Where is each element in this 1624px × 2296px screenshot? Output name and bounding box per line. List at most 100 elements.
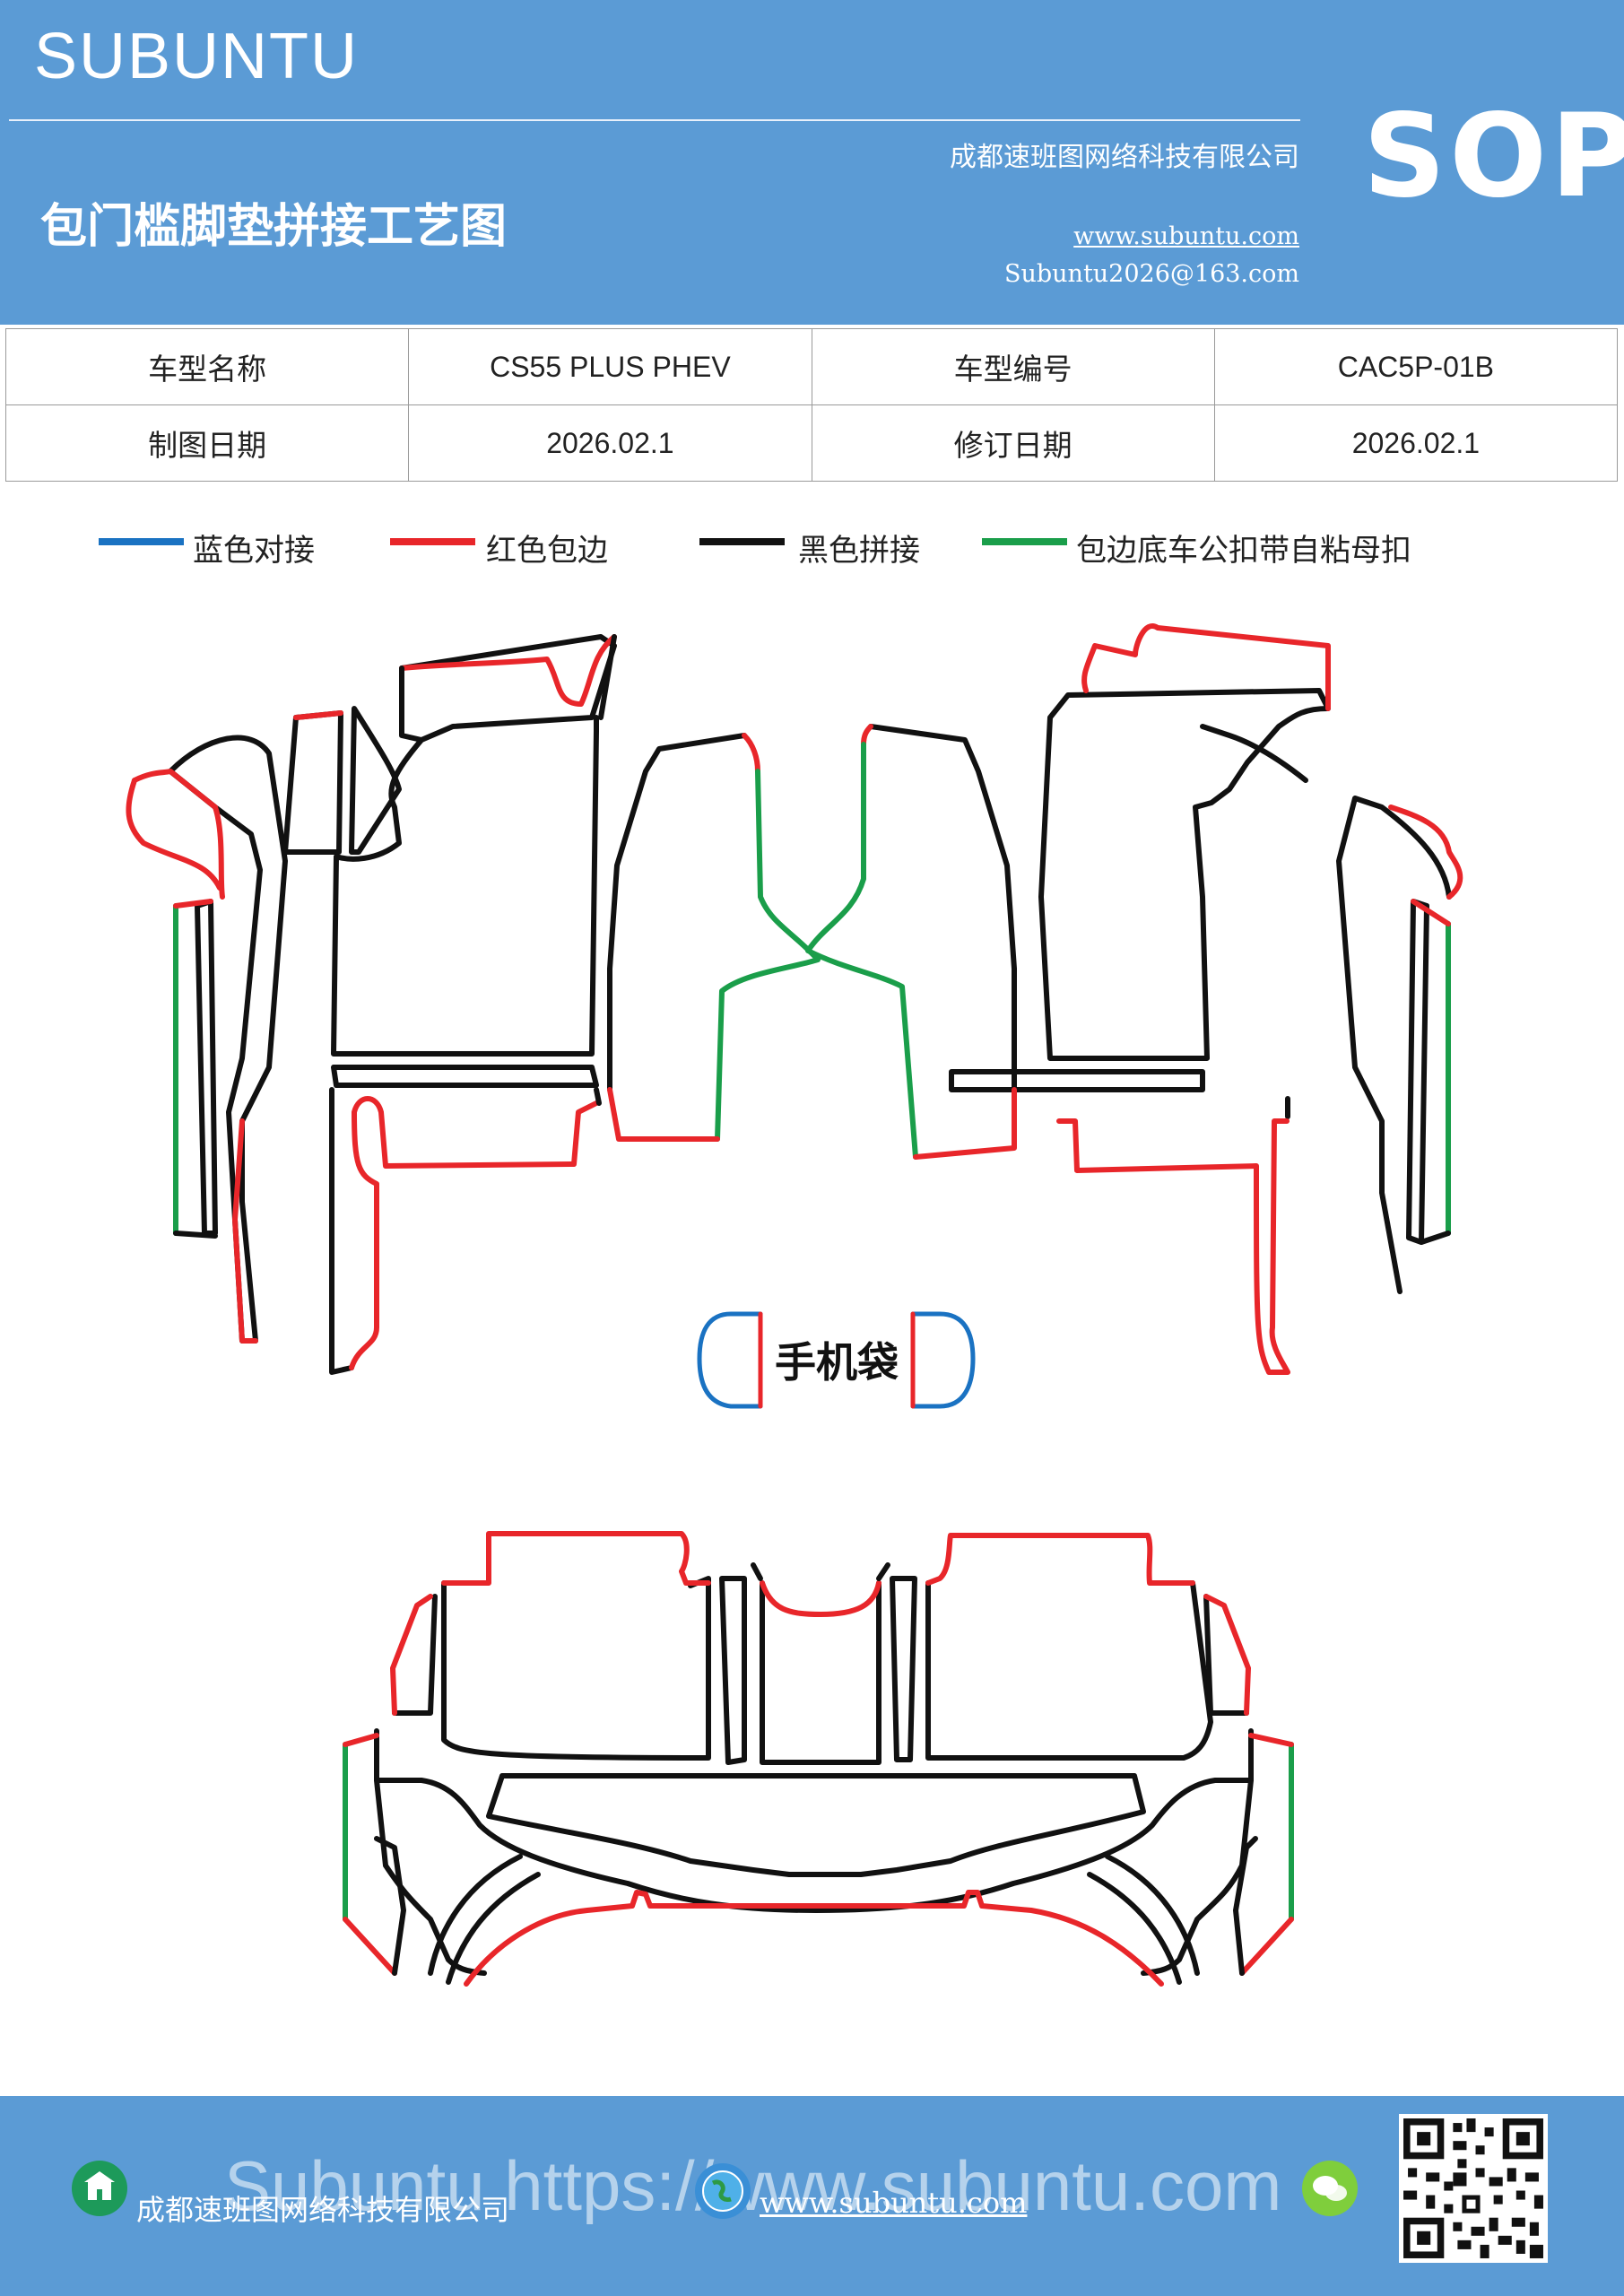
legend-swatch	[982, 538, 1067, 545]
table-row: 车型名称 CS55 PLUS PHEV 车型编号 CAC5P-01B	[4, 328, 1619, 405]
mat-edge	[349, 1096, 599, 1370]
website-link[interactable]: www.subuntu.com	[1073, 222, 1299, 250]
mat-outline	[890, 1576, 917, 1762]
table-cell: 2026.02.1	[408, 404, 812, 482]
mat-edge	[1203, 1594, 1251, 1716]
table-cell: CS55 PLUS PHEV	[408, 328, 812, 405]
mat-edge	[343, 1733, 379, 1747]
mat-outline	[1406, 899, 1429, 1245]
mat-outline	[760, 1580, 881, 1765]
legend-label: 黑色拼接	[798, 533, 920, 569]
mat-outline	[428, 1854, 523, 1976]
rear-mats	[343, 1531, 1294, 1987]
mat-outline	[374, 1778, 487, 1976]
mat-edge	[607, 1087, 720, 1142]
mat-edge	[1239, 1917, 1294, 1976]
mat-outline	[349, 706, 402, 855]
mat-edge	[232, 1118, 258, 1344]
mat-edge	[1081, 623, 1331, 711]
mat-outline	[1419, 1231, 1451, 1245]
mat-edge	[173, 899, 213, 909]
mat-outline	[486, 1773, 1146, 1877]
table-row: 制图日期 2026.02.1 修订日期 2026.02.1	[4, 404, 1619, 482]
mat-edge	[343, 1917, 397, 1976]
mat-outline	[925, 1580, 1213, 1761]
footer-watermark: Subuntu https://www.subuntu.com	[224, 2146, 1282, 2225]
company-name: 成都速班图网络科技有限公司	[950, 142, 1299, 173]
mat-outline	[868, 724, 1017, 1092]
legend-label: 红色包边	[486, 533, 608, 569]
mat-outline	[751, 1562, 763, 1581]
mat-outline	[1087, 1872, 1182, 1985]
mat-outline	[1105, 1854, 1200, 1976]
legend-swatch	[99, 538, 184, 545]
table-cell: 2026.02.1	[1213, 404, 1619, 482]
table-cell: 制图日期	[4, 404, 410, 482]
mat-outline	[607, 733, 747, 1092]
header-divider	[9, 119, 1300, 121]
qr-code-pattern	[1403, 2118, 1543, 2258]
legend-label: 蓝色对接	[193, 533, 315, 569]
mat-edge	[1248, 1733, 1294, 1747]
mat-edge	[390, 1594, 433, 1716]
mat-outline	[331, 634, 617, 1057]
mat-edge	[132, 769, 225, 900]
qr-code-icon	[1399, 2114, 1548, 2263]
mat-outline	[173, 1231, 218, 1239]
legend-label: 包边底车公扣带自粘母扣	[1076, 533, 1411, 569]
wechat-icon-glyph	[1313, 2176, 1347, 2201]
mat-outline	[1203, 1594, 1249, 1716]
mat-outline	[374, 1836, 406, 1976]
right-front-mats	[805, 623, 1463, 1375]
mat-outline	[399, 665, 424, 743]
pocket-edge-right	[910, 1311, 976, 1409]
mat-outline	[1141, 1778, 1254, 1976]
brand-logo-text: SUBUNTU	[34, 21, 360, 92]
building-icon	[72, 2161, 127, 2216]
mat-outline	[949, 1069, 1205, 1092]
mat-edge	[760, 1580, 881, 1617]
mat-edge	[1056, 1118, 1290, 1375]
mat-edge	[861, 724, 873, 747]
footer-website[interactable]: www.subuntu.com	[760, 2186, 1028, 2220]
mat-edge	[913, 1087, 1017, 1160]
footer-banner: Subuntu https://www.subuntu.com 成都速班图网络科…	[0, 2096, 1624, 2296]
mat-outline	[329, 1087, 354, 1375]
phone-pocket	[697, 1311, 976, 1409]
stage-label: SOP	[1363, 90, 1624, 223]
pocket-edge-left	[697, 1311, 763, 1409]
mat-outline	[374, 1728, 1254, 1913]
mat-outline	[719, 1576, 747, 1765]
wechat-icon	[1302, 2161, 1358, 2216]
vehicle-info-table: 车型名称 CS55 PLUS PHEV 车型编号 CAC5P-01B 制图日期 …	[4, 328, 1619, 482]
mat-edge	[441, 1531, 711, 1586]
mat-outline	[168, 735, 288, 1344]
mat-edge	[293, 710, 343, 720]
mat-edge	[925, 1533, 1195, 1586]
table-cell: 车型编号	[811, 328, 1215, 405]
color-legend: 蓝色对接 红色包边 黑色拼接 包边底车公扣带自粘母扣	[0, 527, 1624, 572]
mat-outline	[441, 1576, 711, 1761]
globe-icon	[695, 2163, 751, 2219]
table-cell: 修订日期	[811, 404, 1215, 482]
mat-outline	[1200, 724, 1308, 783]
table-cell: CAC5P-01B	[1213, 328, 1619, 405]
mat-outline	[598, 634, 617, 720]
phone-pocket-label: 手机袋	[775, 1338, 899, 1387]
email-address[interactable]: Subuntu2026@163.com	[1004, 260, 1299, 288]
mat-edge	[805, 742, 918, 1160]
footer-company: 成都速班图网络科技有限公司	[136, 2193, 510, 2227]
globe-icon-glyph	[702, 2170, 743, 2212]
document-title: 包门槛脚垫拼接工艺图	[40, 200, 508, 254]
mat-edge	[1388, 804, 1463, 900]
mat-outline	[282, 710, 343, 855]
mat-outline	[195, 899, 218, 1236]
legend-swatch	[390, 538, 475, 545]
legend-swatch	[699, 538, 785, 545]
mat-outline	[876, 1562, 890, 1581]
mat-outline	[594, 1087, 602, 1106]
mat-edge	[399, 634, 617, 707]
mat-edge	[742, 733, 760, 774]
header-banner: SUBUNTU 包门槛脚垫拼接工艺图 成都速班图网络科技有限公司 www.sub…	[0, 0, 1624, 325]
